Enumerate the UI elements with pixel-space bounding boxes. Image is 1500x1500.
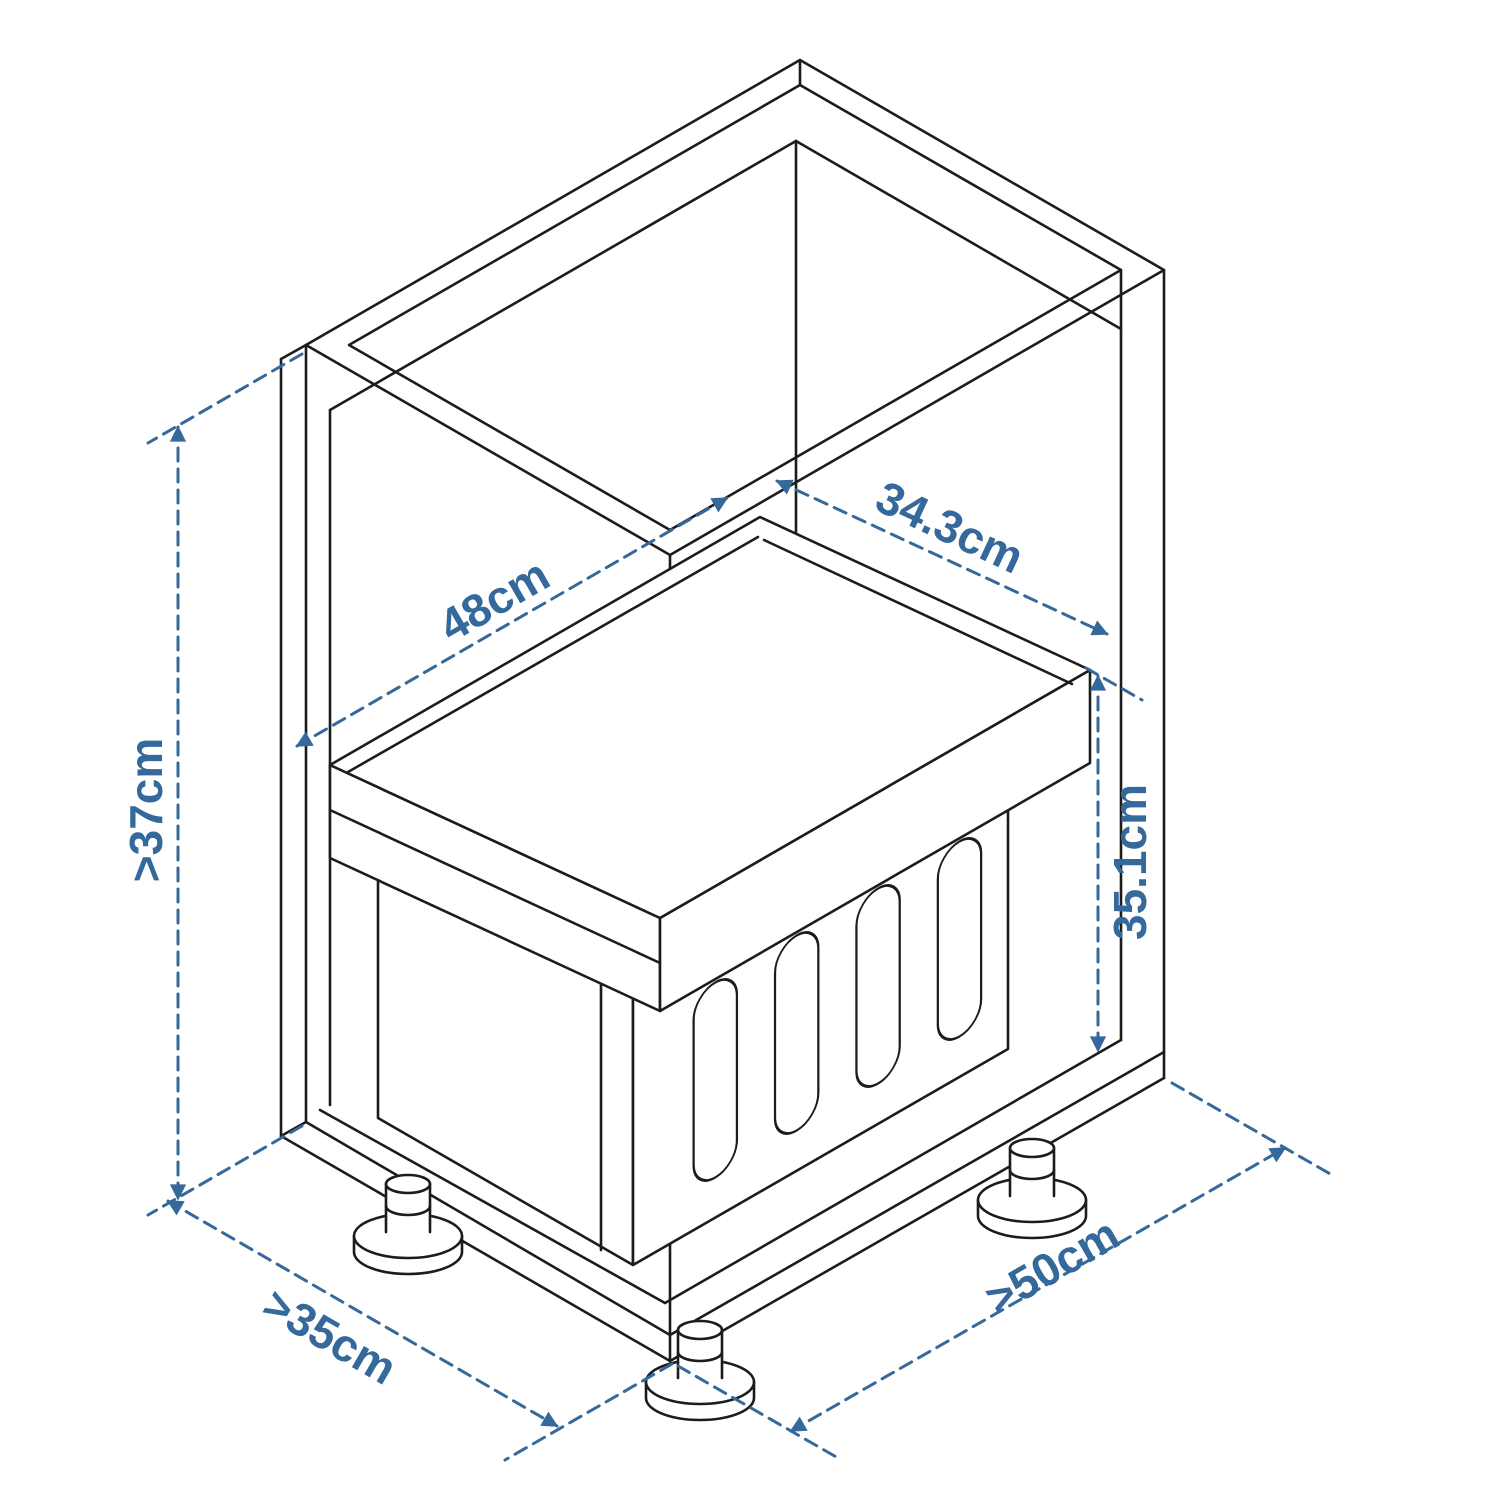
dim-ext-cabinet-depth-far	[1170, 1081, 1334, 1177]
dimension-cabinet-width	[166, 1199, 674, 1462]
dim-label-cabinet-height: >37cm	[120, 738, 172, 883]
dim-ext-cabinet-height-top	[146, 352, 304, 445]
dim-line-bin-width	[775, 479, 1109, 636]
dim-line-cabinet-width	[166, 1199, 559, 1428]
dimension-lines	[146, 352, 1334, 1462]
dim-ext-cabinet-width-far	[503, 1362, 674, 1462]
dim-ext-cabinet-height-bottom	[146, 1124, 304, 1217]
cabinet-ceiling-underside-left	[328, 139, 798, 412]
bin-lid-skirt-seam	[328, 808, 662, 965]
dim-label-cabinet-width: >35cm	[254, 1277, 405, 1394]
dim-line-bin-depth	[295, 496, 729, 748]
cabinet-left-bottom-connector	[279, 1120, 308, 1138]
foot-stem-collar	[676, 1350, 724, 1363]
dim-label-bin-depth: 48cm	[430, 548, 558, 652]
foot-stem-fill	[678, 1330, 722, 1380]
cabinet-top-face	[304, 58, 1166, 557]
foot-stem-top	[384, 1173, 432, 1195]
adjustable-foot-left	[352, 1173, 464, 1276]
dimension-cabinet-height	[146, 352, 304, 1217]
bin-slot-2	[773, 931, 820, 1135]
foot-stem-top	[676, 1319, 724, 1341]
dim-ext-bin-height-top	[1084, 666, 1144, 702]
dim-label-bin-height: 35.1cm	[1104, 784, 1156, 940]
dimension-cabinet-depth	[676, 1081, 1334, 1460]
dimension-bin-height	[1084, 666, 1144, 1053]
cabinet-ceiling-underside-right	[794, 139, 1123, 331]
bin-slot-1	[692, 978, 739, 1182]
foot-stem-top	[1008, 1137, 1056, 1159]
cabinet-left-top-connector	[279, 343, 308, 361]
dim-label-bin-width: 34.3cm	[868, 470, 1031, 583]
dimension-bin-width	[775, 479, 1109, 636]
dim-ext-cabinet-depth-near	[676, 1364, 840, 1460]
bin-slot-3	[855, 884, 901, 1088]
bin-ventilation-slots	[692, 837, 983, 1182]
dim-line-cabinet-depth	[789, 1146, 1287, 1433]
adjustable-foot-right	[976, 1137, 1088, 1240]
bin-slot-4	[936, 837, 983, 1041]
dimension-bin-depth	[295, 496, 729, 748]
